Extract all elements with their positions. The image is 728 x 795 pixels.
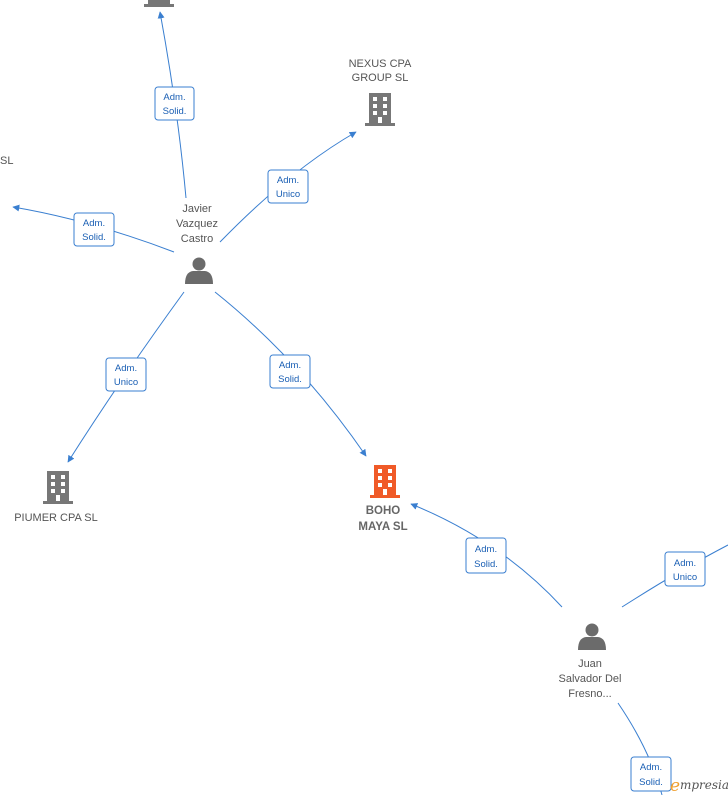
edge-label-line2: Unico (673, 572, 697, 583)
person-icon (185, 257, 213, 284)
building-icon (43, 471, 73, 504)
edge-label-javier-nexus[interactable]: Adm. Unico (267, 169, 309, 204)
company-label-line2: MAYA SL (358, 521, 407, 533)
edge-label-javier-left[interactable]: Adm. Solid. (73, 212, 115, 247)
person-label-line3: Fresno... (568, 688, 611, 700)
person-label-line2: Vazquez (176, 218, 218, 230)
edge-label-juan-bottom[interactable]: Adm. Solid. (630, 756, 672, 792)
edge-label-line2: Solid. (163, 106, 187, 117)
edge-label-line2: Solid. (639, 777, 663, 788)
person-icon (578, 623, 606, 650)
company-label: PIUMER CPA SL (14, 512, 98, 524)
person-label-line1: Javier (182, 203, 212, 215)
edge-label-juan-right[interactable]: Adm. Unico (664, 551, 706, 587)
edge-label-line1: Adm. (640, 762, 662, 773)
company-node-boho[interactable]: BOHO MAYA SL (358, 465, 408, 533)
edge-label-line1: Adm. (475, 544, 497, 555)
person-node-juan[interactable]: Juan Salvador Del Fresno... (559, 623, 622, 701)
edge-label-line1: Adm. (163, 92, 185, 103)
company-label-line2: GROUP SL (352, 72, 409, 84)
building-icon (144, 0, 174, 7)
brand-logo: e mpresia (670, 776, 728, 795)
brand-initial: e (670, 776, 680, 795)
edge-label-line1: Adm. (115, 363, 137, 374)
edge-label-javier-boho[interactable]: Adm. Solid. (269, 354, 311, 389)
edge-label-line2: Unico (276, 189, 300, 200)
edge-label-line1: Adm. (279, 360, 301, 371)
edge-label-line1: Adm. (277, 175, 299, 186)
edge-label-line1: Adm. (674, 558, 696, 569)
company-label: SL (0, 155, 13, 167)
building-icon (365, 93, 395, 126)
edge-label-line2: Solid. (474, 559, 498, 570)
edge-label-javier-piumer[interactable]: Adm. Unico (105, 357, 147, 392)
building-icon (370, 465, 400, 498)
edge-label-juan-boho[interactable]: Adm. Solid. (465, 537, 507, 574)
edge-label-line1: Adm. (83, 218, 105, 229)
edge-label-line2: Solid. (278, 374, 302, 385)
company-node-left-sl[interactable]: SL (0, 155, 13, 167)
person-label-line3: Castro (181, 233, 213, 245)
company-node-nexus[interactable]: NEXUS CPA GROUP SL (349, 58, 412, 126)
edge-label-javier-top[interactable]: Adm. Solid. (154, 86, 195, 121)
edge-label-line2: Unico (114, 377, 138, 388)
edge-label-line2: Solid. (82, 232, 106, 243)
company-label-line1: BOHO (366, 505, 401, 517)
company-label-line1: NEXUS CPA (349, 58, 412, 70)
brand-rest: mpresia (680, 778, 728, 792)
person-node-javier[interactable]: Javier Vazquez Castro (176, 203, 218, 284)
company-node-top[interactable] (144, 0, 174, 7)
person-label-line1: Juan (578, 658, 602, 670)
person-label-line2: Salvador Del (559, 673, 622, 685)
company-node-piumer[interactable]: PIUMER CPA SL (14, 471, 98, 524)
